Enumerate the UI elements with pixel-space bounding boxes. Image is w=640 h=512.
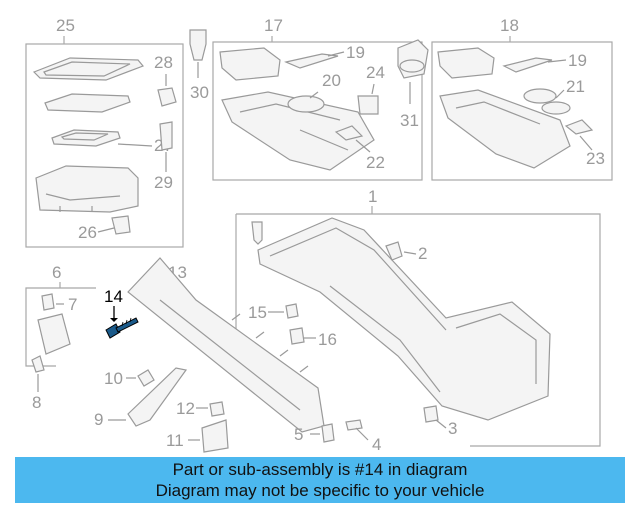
label-4: 4 [372,435,381,454]
label-26: 26 [78,223,97,242]
label-21: 21 [566,77,585,96]
label-20: 20 [322,71,341,90]
label-12: 12 [176,399,195,418]
part-30: 30 [189,29,209,102]
label-11: 11 [166,431,184,450]
part-31: 31 [397,39,429,130]
label-7: 7 [68,295,77,314]
label-1: 1 [368,187,377,206]
label-19a: 19 [346,43,365,62]
banner-line-2: Diagram may not be specific to your vehi… [155,481,485,500]
info-banner: Part or sub-assembly is #14 in diagram D… [15,457,625,503]
part-14-bolt: 14 [104,287,139,339]
label-9: 9 [94,410,103,429]
label-15: 15 [248,303,267,322]
console-box-1: 1 2 15 16 3 [235,187,601,447]
label-22: 22 [366,153,385,172]
label-30: 30 [190,83,209,102]
console-box-18: 18 19 21 23 [431,16,613,181]
label-6: 6 [52,263,61,282]
fasteners-4-5: 5 4 [294,419,381,454]
label-8: 8 [32,393,41,412]
part-13-panel: 13 [127,257,325,433]
brackets-9-12: 10 9 12 11 [94,367,229,453]
console-box-17: 17 19 20 24 22 [212,16,423,181]
label-25: 25 [56,16,75,35]
label-3: 3 [448,419,457,438]
label-31: 31 [400,111,419,130]
label-14: 14 [104,287,123,306]
label-17: 17 [264,16,283,35]
label-10: 10 [104,369,123,388]
label-24: 24 [366,63,385,82]
label-5: 5 [294,425,303,444]
label-29: 29 [154,173,173,192]
label-2: 2 [418,244,427,263]
bracket-box-6: 6 7 8 [25,263,96,412]
lid-group-box: 25 26 27 28 29 [25,16,184,248]
label-28: 28 [154,53,173,72]
banner-line-1: Part or sub-assembly is #14 in diagram [172,460,468,479]
label-23: 23 [586,149,605,168]
label-19b: 19 [568,51,587,70]
label-18: 18 [500,16,519,35]
label-16: 16 [318,330,337,349]
